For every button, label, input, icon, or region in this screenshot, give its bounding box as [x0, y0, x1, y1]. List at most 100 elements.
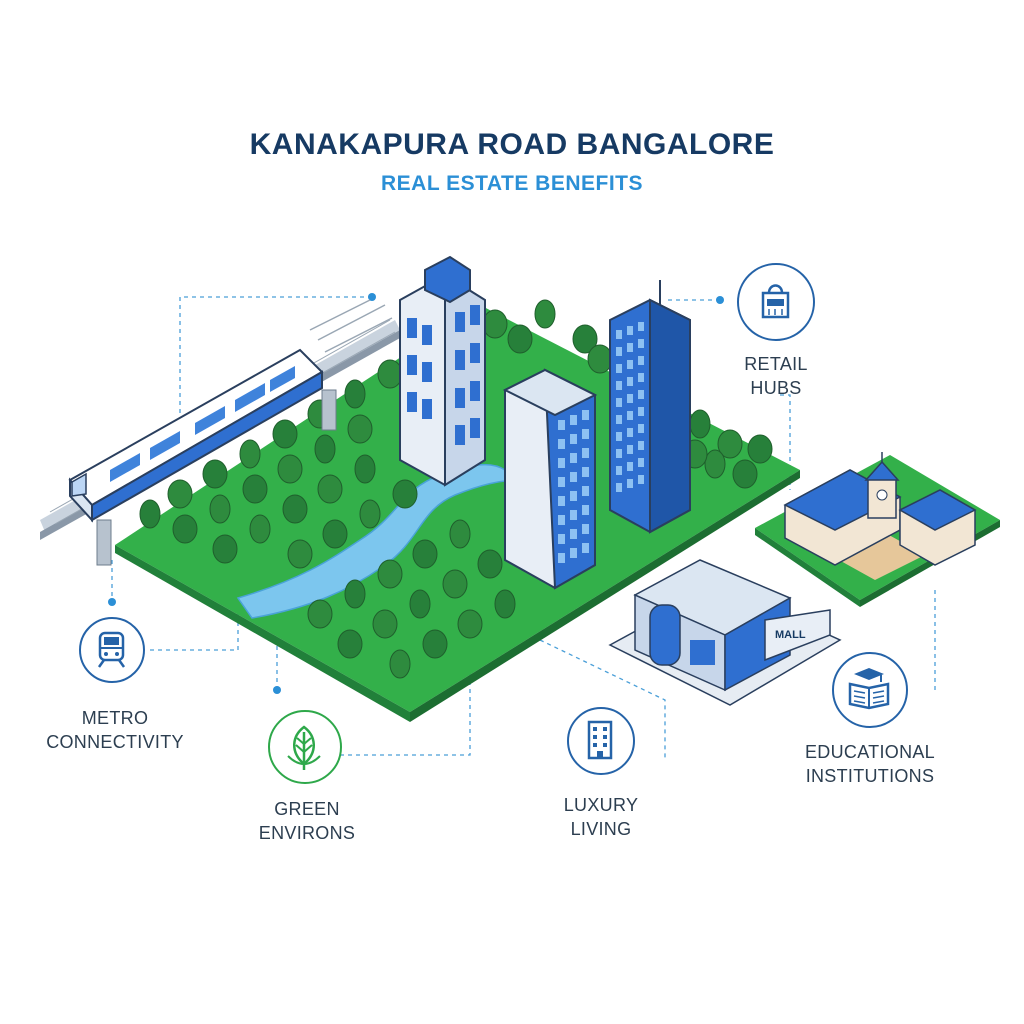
tree [482, 309, 508, 339]
window [570, 415, 577, 425]
tree [314, 434, 336, 464]
window [570, 434, 577, 444]
window [638, 356, 644, 365]
luxury-living-label: LUXURY LIVING [531, 793, 671, 841]
tree [412, 539, 438, 569]
retail-line-1: RETAIL [744, 354, 808, 374]
mall-sign: MALL [775, 629, 806, 641]
tree [209, 494, 231, 524]
window [638, 441, 644, 450]
tree [377, 559, 403, 589]
luxury-line-1: LUXURY [563, 795, 639, 815]
window [627, 377, 633, 386]
tree [372, 609, 398, 639]
window [638, 458, 644, 467]
window [616, 415, 622, 424]
educational-institutions-label: EDUCATIONAL INSTITUTIONS [790, 740, 950, 788]
train-icon [97, 631, 126, 668]
tree [409, 589, 431, 619]
tree [282, 494, 308, 524]
window [570, 453, 577, 463]
window [570, 472, 577, 482]
window [638, 339, 644, 348]
tower-center [502, 368, 598, 590]
window [616, 330, 622, 339]
window [558, 515, 565, 525]
green-line-1: GREEN [274, 799, 340, 819]
tree [457, 609, 483, 639]
window [627, 326, 633, 335]
tree [389, 649, 411, 679]
window [616, 381, 622, 390]
window [616, 432, 622, 441]
window [582, 543, 589, 553]
window [558, 477, 565, 487]
tree [277, 454, 303, 484]
tree [242, 474, 268, 504]
metro-badge [79, 617, 145, 683]
metro-line-2: CONNECTIVITY [46, 732, 184, 752]
tree [212, 534, 238, 564]
luxury-line-2: LIVING [570, 819, 632, 839]
window [558, 439, 565, 449]
window [582, 505, 589, 515]
luxury-badge [567, 707, 635, 775]
window [616, 466, 622, 475]
tree [704, 449, 726, 479]
tree [477, 549, 503, 579]
green-environs-label: GREEN ENVIRONS [232, 797, 382, 845]
metro-connectivity-label: METRO CONNECTIVITY [40, 706, 190, 754]
window [558, 458, 565, 468]
tower-left [399, 255, 486, 487]
trees [139, 299, 773, 679]
educational-line-1: EDUCATIONAL [805, 742, 935, 762]
window [570, 491, 577, 501]
green-badge [268, 710, 342, 784]
school-campus [755, 452, 1000, 607]
window [616, 449, 622, 458]
window [616, 347, 622, 356]
book-icon [848, 668, 890, 710]
tree [449, 519, 471, 549]
educational-line-2: INSTITUTIONS [805, 766, 935, 786]
tree [377, 359, 403, 389]
page-title: KANAKAPURA ROAD BANGALORE [249, 128, 775, 161]
building-icon [587, 720, 613, 760]
window [570, 548, 577, 558]
window [627, 343, 633, 352]
green-line-2: ENVIRONS [258, 823, 356, 843]
tree [344, 579, 366, 609]
window [638, 322, 644, 331]
tree [689, 409, 711, 439]
tree [507, 324, 533, 354]
window [638, 424, 644, 433]
tree [494, 589, 516, 619]
tree [322, 519, 348, 549]
tree [344, 379, 366, 409]
window [616, 364, 622, 373]
window [582, 429, 589, 439]
tree [139, 499, 161, 529]
tree [442, 569, 468, 599]
connector-dots [108, 293, 724, 694]
tree [287, 539, 313, 569]
window [627, 445, 633, 454]
retail-badge [737, 263, 815, 341]
educational-badge [832, 652, 908, 728]
window [582, 448, 589, 458]
tree [317, 474, 343, 504]
connector-lines [111, 296, 936, 760]
window [627, 462, 633, 471]
retail-hubs-label: RETAIL HUBS [716, 352, 836, 400]
tree [747, 434, 773, 464]
tree [717, 429, 743, 459]
mall-building: MALL [608, 559, 842, 706]
window [570, 510, 577, 520]
window [627, 411, 633, 420]
tree [307, 599, 333, 629]
metro-line-1: METRO [81, 708, 149, 728]
tower-right [609, 280, 691, 534]
tree [359, 499, 381, 529]
tree [732, 459, 758, 489]
window [627, 479, 633, 488]
